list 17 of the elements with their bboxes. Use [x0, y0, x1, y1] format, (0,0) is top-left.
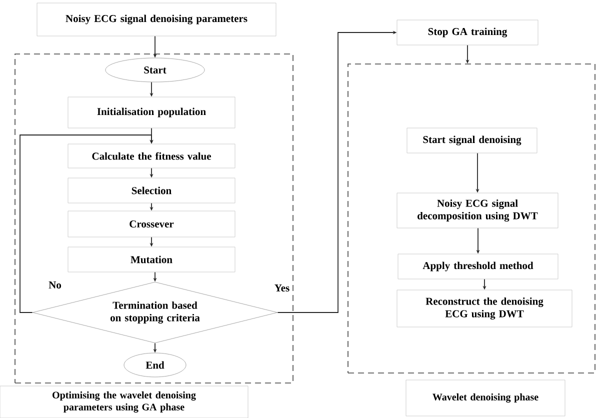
- process-box: Apply threshold method: [398, 254, 558, 280]
- process-box: Start signal denoising: [406, 128, 538, 154]
- process-box: Mutation: [68, 246, 236, 272]
- process-box: Stop GA training: [396, 20, 538, 46]
- process-box: Crossever: [68, 210, 236, 238]
- edge-label: No: [48, 280, 62, 290]
- phase-caption-box: Wavelet denoising phase: [406, 380, 566, 416]
- arrow: [20, 134, 154, 313]
- process-box: Noisy ECG signal decomposition using DWT: [396, 192, 558, 228]
- input-box: Noisy ECG signal denoising parameters: [36, 2, 276, 36]
- process-box: Initialisation population: [68, 96, 236, 128]
- process-box: Calculate the fitness value: [68, 144, 236, 168]
- process-box: Reconstruct the denoising ECG using DWT: [396, 290, 572, 328]
- dashed-region: [14, 54, 294, 384]
- process-box: Selection: [68, 178, 236, 204]
- dashed-region: [348, 64, 596, 374]
- phase-caption-box: Optimising the wavelet denoising parameters using GA phase: [0, 386, 248, 418]
